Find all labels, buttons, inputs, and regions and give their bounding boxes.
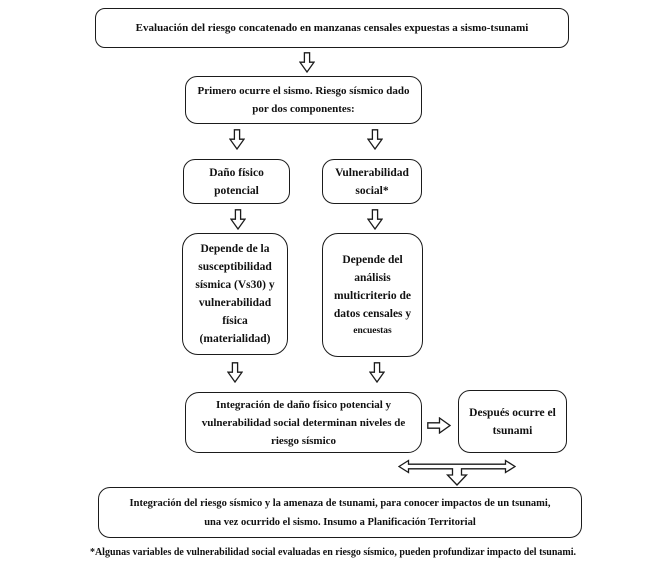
double-horizontal-arrow-icon xyxy=(398,459,516,486)
seismic-intro-box: Primero ocurre el sismo. Riesgo sísmico … xyxy=(185,76,422,124)
footnote: *Algunas variables de vulnerabilidad soc… xyxy=(89,547,577,558)
social-vulnerability-box: Vulnerabilidad social* xyxy=(322,159,422,204)
down-arrow-icon xyxy=(299,52,315,73)
tsunami-label: Después ocurre el tsunami xyxy=(469,406,556,437)
social-vulnerability-detail-box: Depende del análisis multicriterio de da… xyxy=(322,233,423,357)
social-vulnerability-detail-label: Depende del análisis multicriterio de da… xyxy=(333,254,412,320)
integration-label: Integración de daño físico potencial y v… xyxy=(201,398,406,447)
social-vulnerability-label: Vulnerabilidad social* xyxy=(335,166,409,197)
down-arrow-icon xyxy=(227,362,243,383)
title-box: Evaluación del riesgo concatenado en man… xyxy=(95,8,569,48)
title-box-label: Evaluación del riesgo concatenado en man… xyxy=(135,22,529,34)
physical-damage-label: Daño físico potencial xyxy=(209,166,264,197)
seismic-intro-label: Primero ocurre el sismo. Riesgo sísmico … xyxy=(197,85,410,115)
physical-damage-detail-box: Depende de la susceptibilidad sísmica (V… xyxy=(182,233,288,355)
down-arrow-icon xyxy=(367,129,383,150)
social-vulnerability-detail-small-label: encuestas xyxy=(353,326,392,336)
down-arrow-icon xyxy=(229,129,245,150)
final-integration-box: Integración del riesgo sísmico y la amen… xyxy=(98,487,582,538)
down-arrow-icon xyxy=(369,362,385,383)
final-integration-label: Integración del riesgo sísmico y la amen… xyxy=(129,497,551,528)
right-arrow-icon xyxy=(427,417,451,434)
physical-damage-detail-label: Depende de la susceptibilidad sísmica (V… xyxy=(195,243,275,345)
physical-damage-box: Daño físico potencial xyxy=(183,159,290,204)
down-arrow-icon xyxy=(367,209,383,230)
integration-box: Integración de daño físico potencial y v… xyxy=(185,392,422,453)
tsunami-box: Después ocurre el tsunami xyxy=(458,390,567,453)
down-arrow-icon xyxy=(230,209,246,230)
